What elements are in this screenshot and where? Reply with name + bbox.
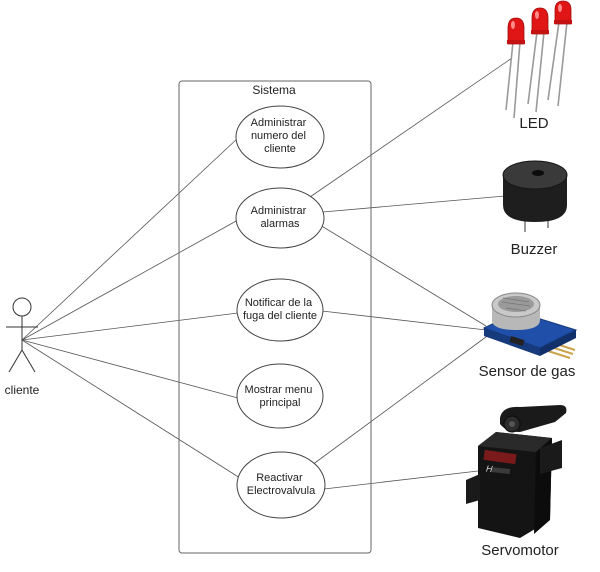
device-led[interactable]: LED	[505, 0, 572, 132]
actor-cliente[interactable]: cliente	[5, 297, 40, 397]
device-label: Servomotor	[481, 542, 559, 559]
association-lines	[21, 57, 513, 490]
assoc-cliente-uc3	[21, 312, 239, 341]
assoc-cliente-uc1	[21, 137, 239, 341]
use-case-label: Administrar numero del cliente	[251, 117, 310, 155]
device-servomotor[interactable]: H Servomotor	[466, 405, 567, 559]
use-case-label: Mostrar menu principal	[245, 384, 316, 409]
gas-sensor-icon	[482, 292, 578, 359]
actor-label: cliente	[5, 383, 40, 397]
device-label: Sensor de gas	[479, 363, 576, 380]
assoc-cliente-uc5	[21, 339, 241, 479]
use-case-label: Reactivar Electrovalvula	[247, 472, 316, 497]
device-gas-sensor[interactable]: Sensor de gas	[479, 292, 578, 380]
use-case-uc4[interactable]: Mostrar menu principal	[236, 363, 324, 429]
assoc-uc5-gas	[311, 333, 491, 466]
use-case-uc1[interactable]: Administrar numero del cliente	[235, 105, 325, 169]
use-case-uc3[interactable]: Notificar de la fuga del cliente	[236, 278, 324, 342]
buzzer-icon	[502, 160, 568, 232]
assoc-cliente-uc4	[21, 339, 239, 399]
assoc-uc2-led	[309, 57, 513, 198]
use-case-label: Notificar de la fuga del cliente	[243, 297, 317, 322]
assoc-uc2-buzzer	[322, 195, 506, 213]
assoc-uc3-gas	[321, 310, 487, 331]
stick-figure-icon	[6, 297, 38, 373]
device-label: Buzzer	[511, 241, 558, 258]
use-case-uc2[interactable]: Administrar alarmas	[235, 187, 325, 249]
device-buzzer[interactable]: Buzzer	[502, 160, 568, 258]
use-case-uc5[interactable]: Reactivar Electrovalvula	[236, 451, 326, 519]
assoc-uc2-gas	[319, 224, 487, 327]
assoc-cliente-uc2	[21, 219, 239, 341]
device-label: LED	[519, 115, 548, 132]
system-boundary	[178, 80, 372, 554]
system-title: Sistema	[252, 83, 296, 97]
led-icon	[505, 0, 572, 119]
servomotor-icon: H	[466, 405, 567, 538]
svg-text:H: H	[486, 464, 494, 475]
use-case-label: Administrar alarmas	[251, 205, 310, 230]
assoc-uc5-servo	[323, 470, 479, 490]
